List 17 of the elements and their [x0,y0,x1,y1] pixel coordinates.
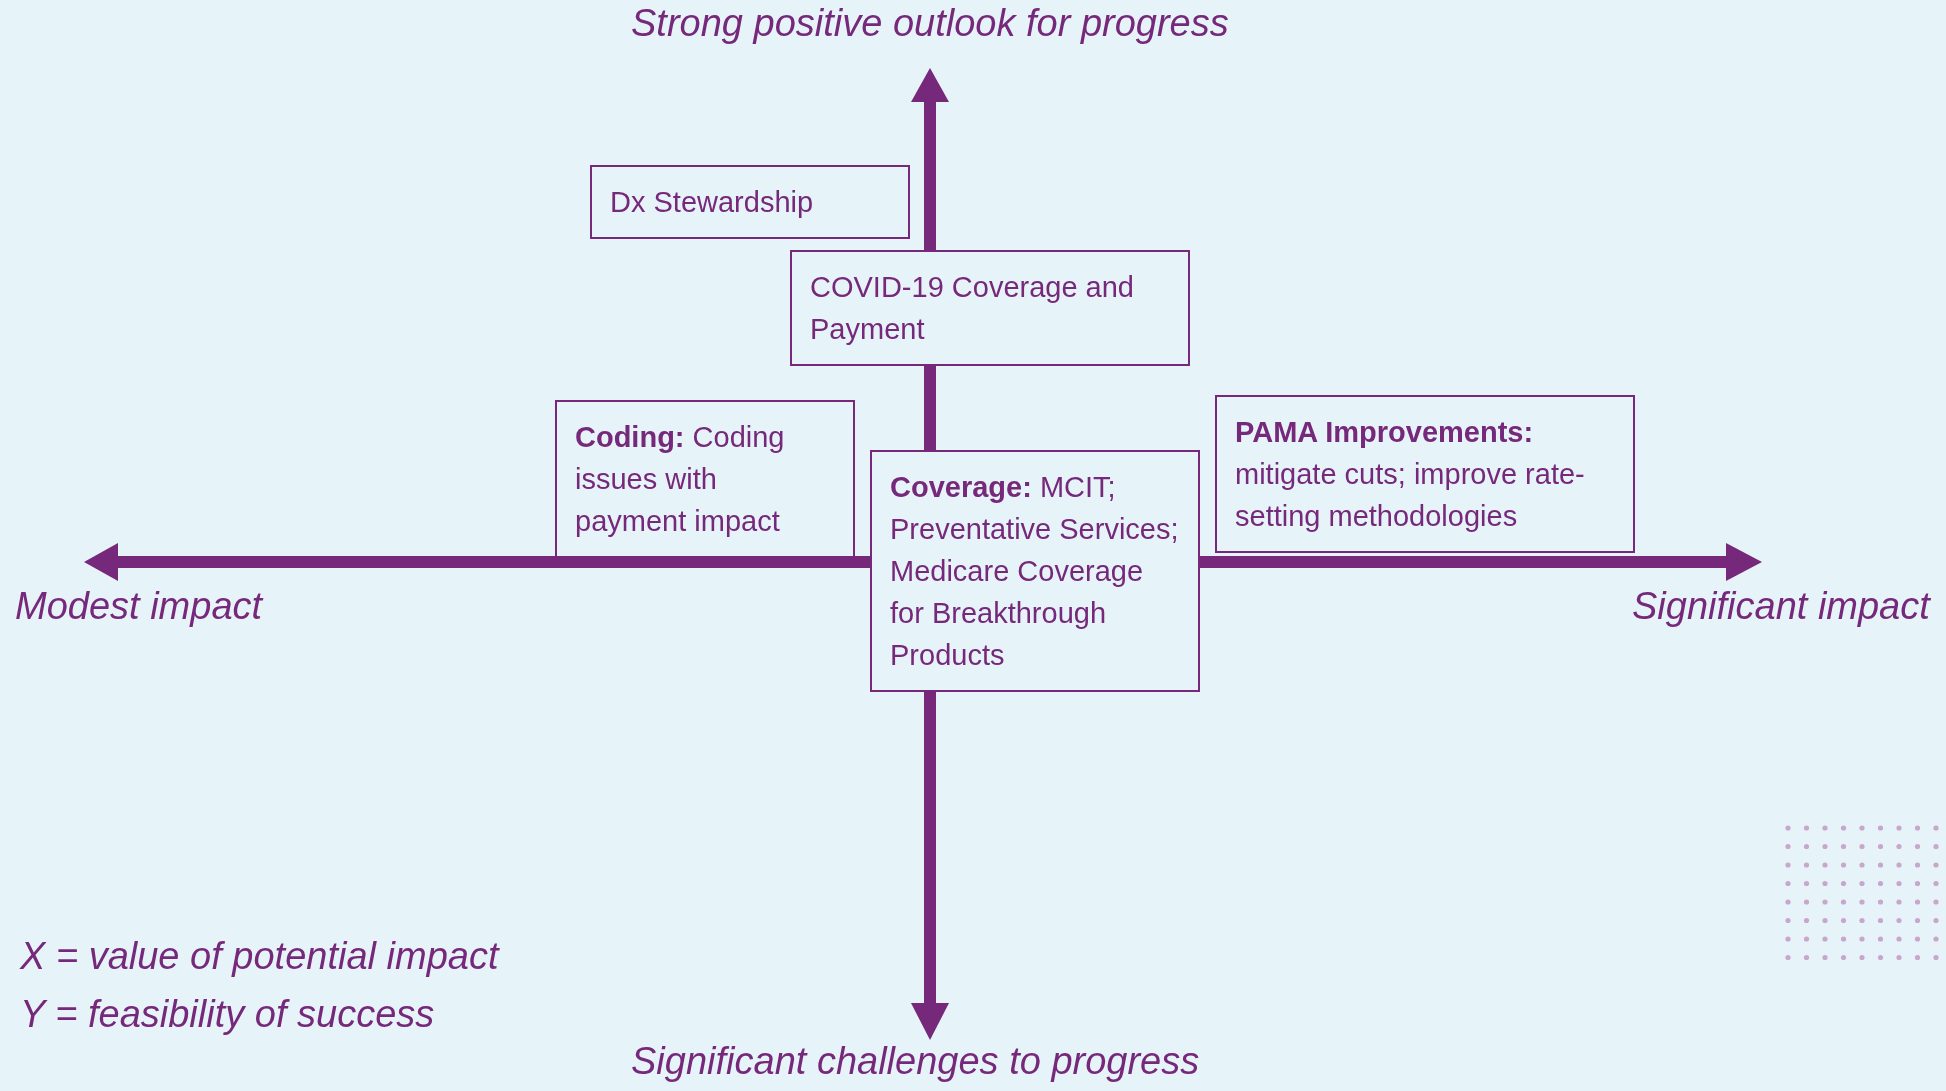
box-text: mitigate cuts; improve rate-setting methodologies [1235,457,1586,534]
box-text: COVID-19 Coverage and Payment [810,270,1135,347]
text-box [870,450,1200,692]
axis-label: Strong positive outlook for progress [631,2,1229,45]
axis-label: Modest impact [15,585,263,628]
box-text: Dx Stewardship [610,185,815,220]
text-box [1215,395,1635,553]
box-text: Coding: Coding issues with payment impact [575,420,786,539]
text-box [555,400,855,558]
box-text: Coverage: MCIT; Preventative Services; Medicare Coverage for Breakthrough Products [890,470,1180,673]
axis-label: Significant impact [1632,585,1930,628]
text-box [590,165,910,239]
text-box [790,250,1190,366]
axis-label: Significant challenges to progress [631,1040,1200,1083]
axis-note: X = value of potential impact [20,935,499,978]
box-heading: PAMA Improvements: [1235,415,1535,450]
axis-note: Y = feasibility of success [20,993,435,1036]
